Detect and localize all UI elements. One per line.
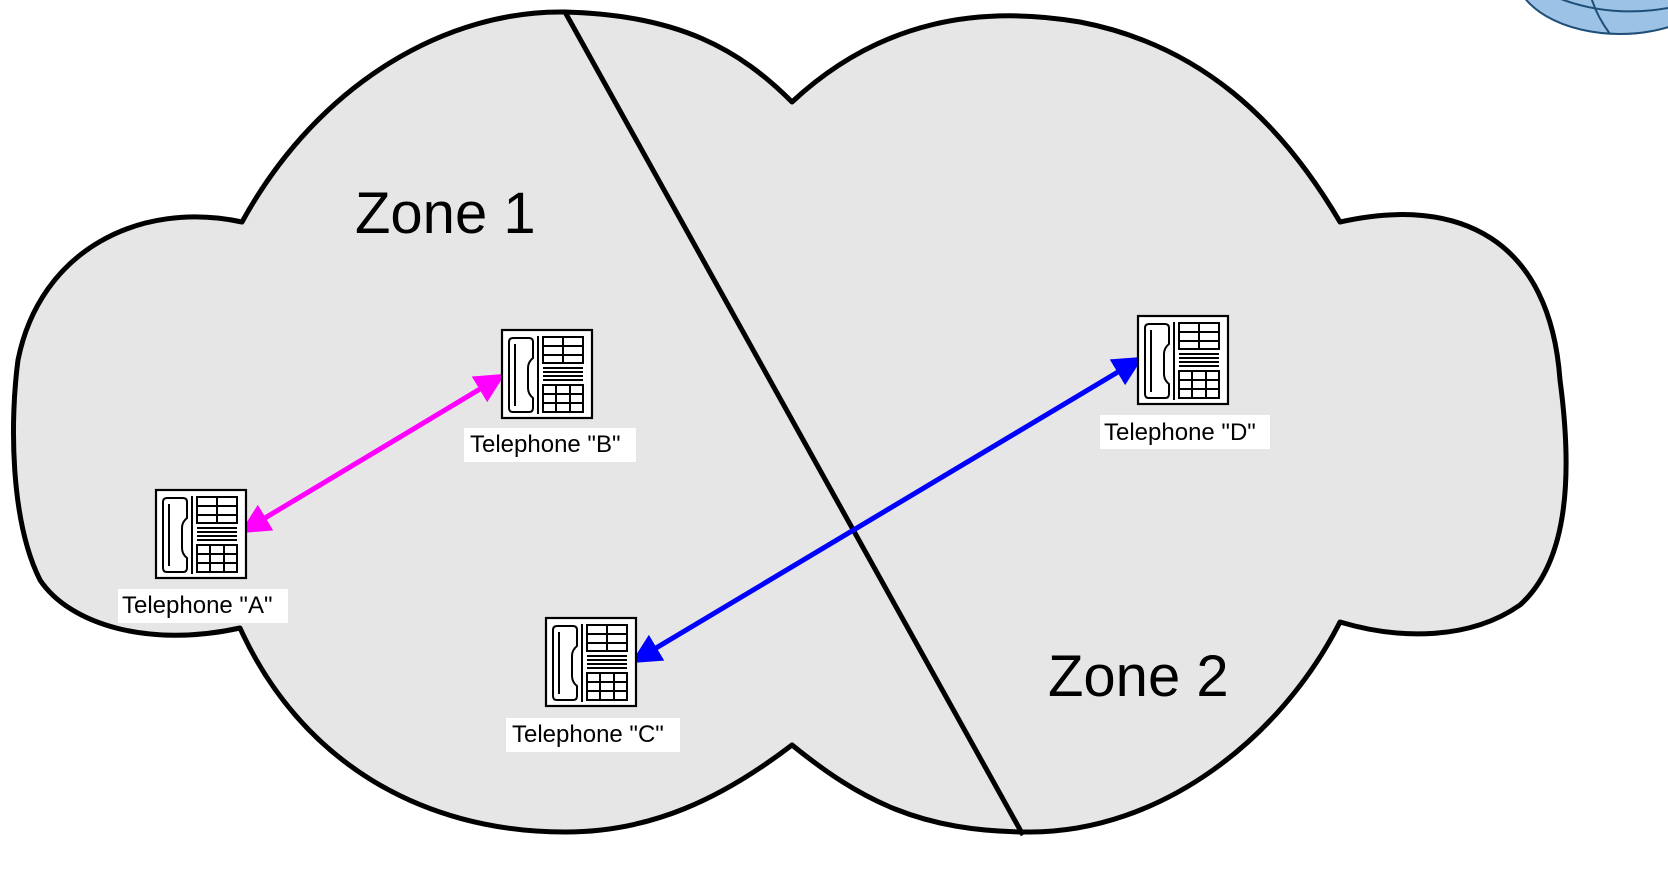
- telephone-d-label: Telephone "D": [1104, 419, 1256, 446]
- telephone-a[interactable]: [154, 488, 248, 580]
- zone-2-label: Zone 2: [1048, 644, 1229, 709]
- telephone-c-label: Telephone "C": [512, 721, 664, 748]
- desk-telephone-icon: [544, 616, 638, 708]
- desk-telephone-icon: [154, 488, 248, 580]
- telephone-b-label: Telephone "B": [470, 431, 620, 458]
- desk-telephone-icon: [500, 328, 594, 420]
- network-cloud: [11, 9, 1569, 835]
- connection-c-d-arrow: [630, 356, 1144, 664]
- zone-1-label: Zone 1: [355, 181, 536, 246]
- desk-telephone-icon: [1136, 314, 1230, 406]
- connection-a-b-arrow: [239, 373, 506, 534]
- telephone-a-label: Telephone "A": [122, 592, 272, 619]
- telephone-d[interactable]: [1136, 314, 1230, 406]
- globe-icon: [1525, 0, 1668, 35]
- telephone-b[interactable]: [500, 328, 594, 420]
- telephone-c[interactable]: [544, 616, 638, 708]
